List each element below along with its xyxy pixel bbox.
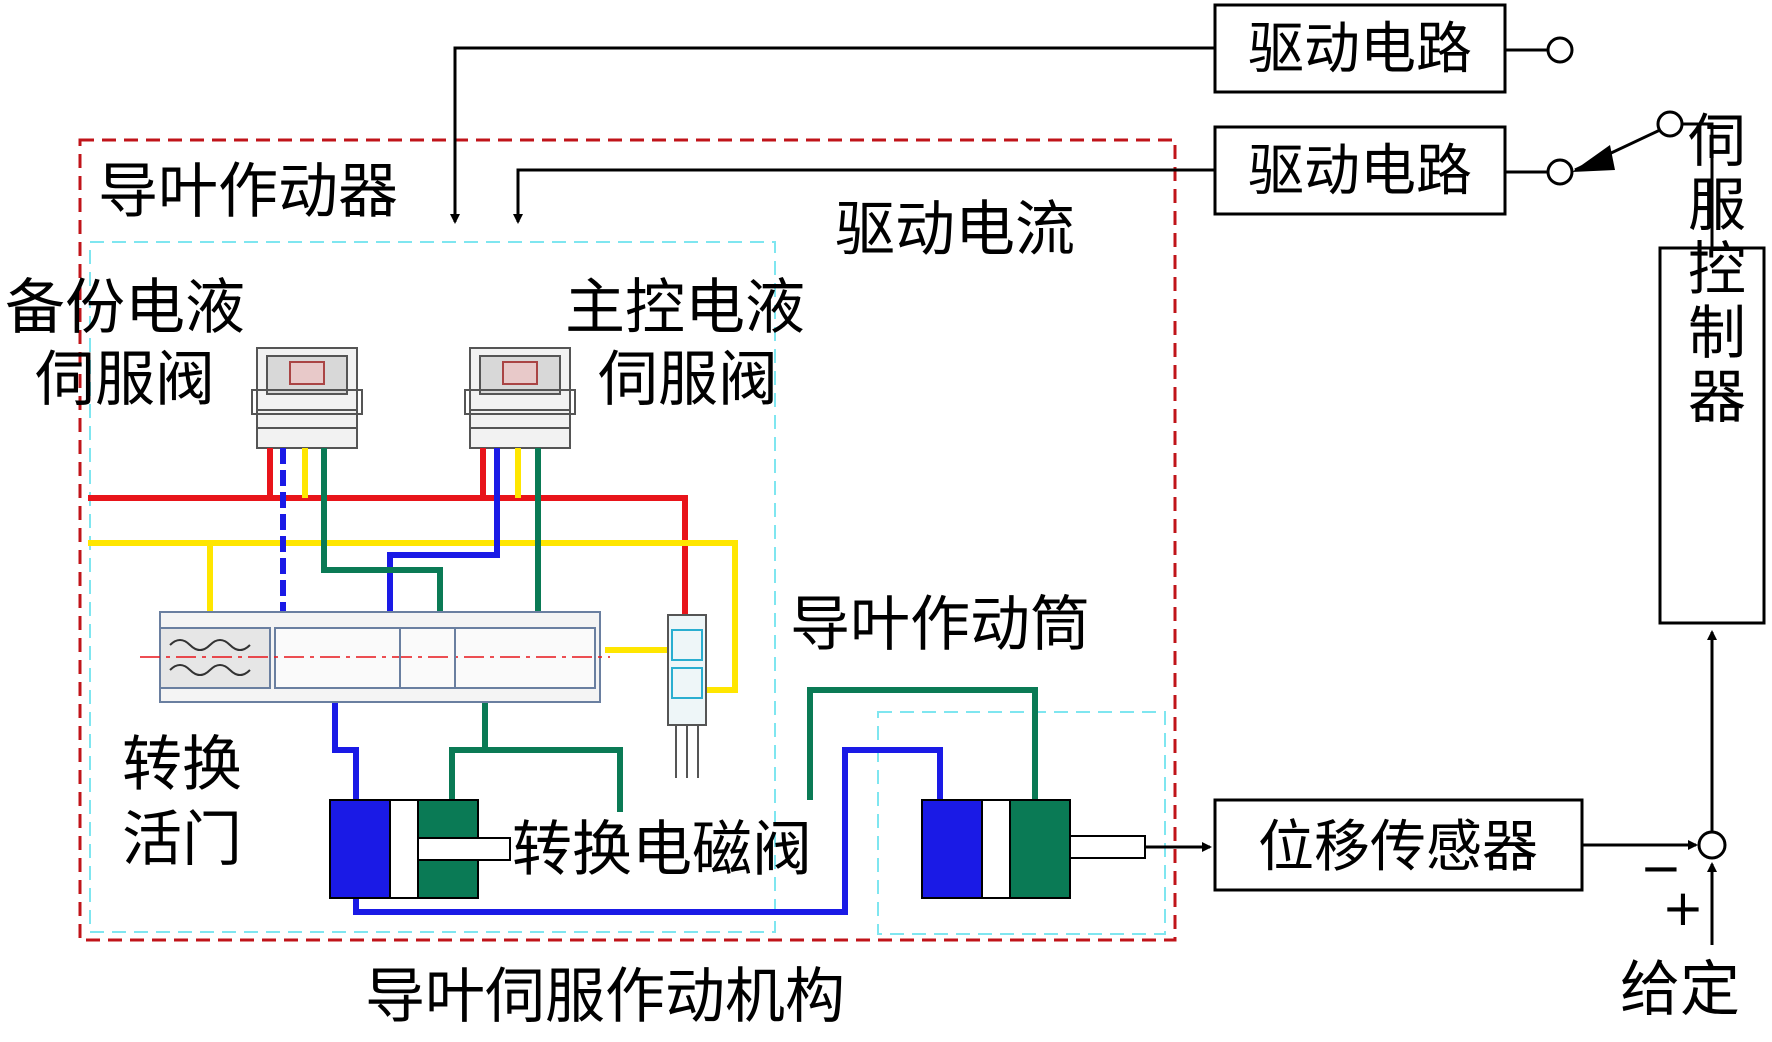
solenoid-valve: [667, 614, 707, 778]
drive-circuit-label-1: 驱动电路: [1248, 17, 1472, 82]
guide-vane-cylinder: [921, 799, 1146, 899]
valve-group-boundary: [89, 241, 776, 933]
drive-current-label: 驱动电流: [835, 195, 1075, 265]
setpoint-label: 给定: [1620, 955, 1740, 1025]
pressure-lines: [88, 448, 688, 620]
backup-valve-label-line2: 伺服阀: [35, 345, 215, 415]
terminal-1: [1546, 36, 1574, 64]
return-lines: [88, 448, 738, 693]
minus-sign: −: [1640, 839, 1682, 897]
guide-vane-actuator-label: 导叶作动器: [98, 157, 398, 227]
actuator-boundary: [78, 138, 1177, 942]
backup-valve-label-line1: 备份电液: [5, 273, 245, 343]
drive-circuit-label-2: 驱动电路: [1248, 139, 1472, 204]
switch-valve-label-line2: 活门: [122, 805, 242, 875]
servo-controller-label: 伺服控制器: [1678, 110, 1746, 430]
cylinder-group-boundary: [877, 711, 1166, 935]
summing-junction: [1697, 830, 1727, 860]
displacement-sensor-box: 位移传感器: [1213, 798, 1584, 892]
guide-vane-cylinder-label: 导叶作动筒: [790, 590, 1090, 660]
plus-sign: +: [1662, 879, 1704, 937]
main-valve-label-line2: 伺服阀: [598, 345, 778, 415]
terminal-2: [1546, 158, 1574, 186]
switch-valve-body: [140, 611, 610, 703]
displacement-sensor-label: 位移传感器: [1258, 815, 1538, 880]
drive-circuit-box-2: 驱动电路: [1213, 125, 1507, 216]
drive-circuit-box-1: 驱动电路: [1213, 3, 1507, 94]
backup-servo-valve: [251, 347, 363, 449]
main-servo-valve: [464, 347, 576, 449]
main-valve-label-line1: 主控电液: [565, 273, 805, 343]
mechanism-title: 导叶伺服作动机构: [365, 962, 845, 1032]
switch-solenoid-label: 转换电磁阀: [512, 815, 812, 885]
blue-control-lines: [280, 448, 943, 915]
switch-cylinder: [329, 799, 511, 899]
servo-controller-box: 伺服控制器: [1658, 110, 1766, 625]
switch-valve-label-line1: 转换: [122, 730, 242, 800]
green-control-lines: [321, 448, 1038, 812]
